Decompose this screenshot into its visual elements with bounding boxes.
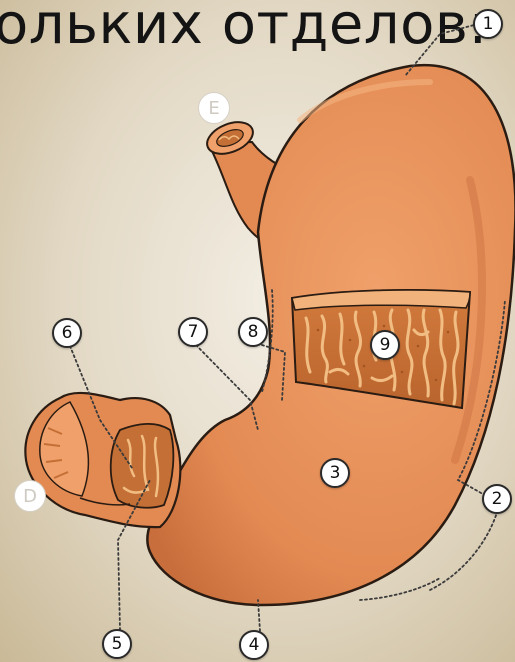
label-1-badge: 1 [473, 9, 503, 39]
label-4-badge: 4 [239, 630, 269, 660]
duodenum-section [25, 393, 180, 527]
label-e-badge: E [198, 92, 230, 124]
label-3-badge: 3 [320, 458, 350, 488]
label-6-badge: 6 [52, 318, 82, 348]
label-7-badge: 7 [178, 317, 208, 347]
label-2-badge: 2 [482, 484, 512, 514]
label-9-badge: 9 [370, 330, 400, 360]
label-5-badge: 5 [102, 629, 132, 659]
label-8-badge: 8 [238, 317, 268, 347]
label-d-badge: D [14, 480, 46, 512]
